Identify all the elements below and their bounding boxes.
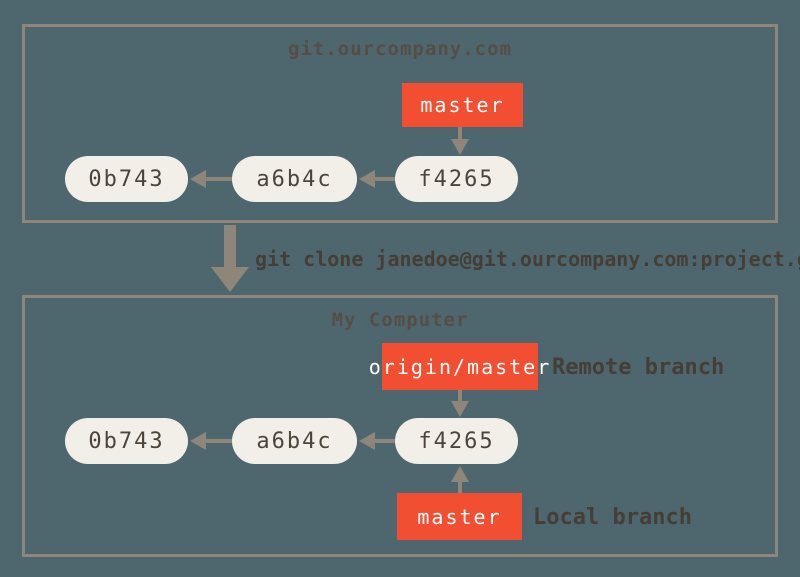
remote-commit-a6b4c: a6b4c [232, 156, 357, 202]
local-branch-pointer-master: master [397, 493, 522, 540]
local-commit-f4265: f4265 [395, 418, 518, 464]
remote-branch-pointer-master: master [402, 83, 523, 127]
local-remote-tracking-pointer-origin-master: origin/master [369, 343, 549, 390]
local-commit-0b743: 0b743 [65, 418, 188, 464]
remote-commit-0b743: 0b743 [65, 156, 188, 202]
clone-command-text: git clone janedoe@git.ourcompany.com:pro… [255, 247, 800, 271]
local-branch-label: Local branch [533, 505, 692, 530]
remote-server-box: git.ourcompany.com [22, 24, 778, 223]
remote-server-title: git.ourcompany.com [288, 38, 512, 60]
arrow-clone-remote-to-local [211, 225, 249, 292]
local-computer-box: My Computer [22, 295, 778, 557]
remote-branch-label: Remote branch [552, 355, 725, 380]
local-computer-title: My Computer [331, 309, 469, 331]
remote-commit-f4265: f4265 [395, 156, 518, 202]
local-commit-a6b4c: a6b4c [232, 418, 357, 464]
